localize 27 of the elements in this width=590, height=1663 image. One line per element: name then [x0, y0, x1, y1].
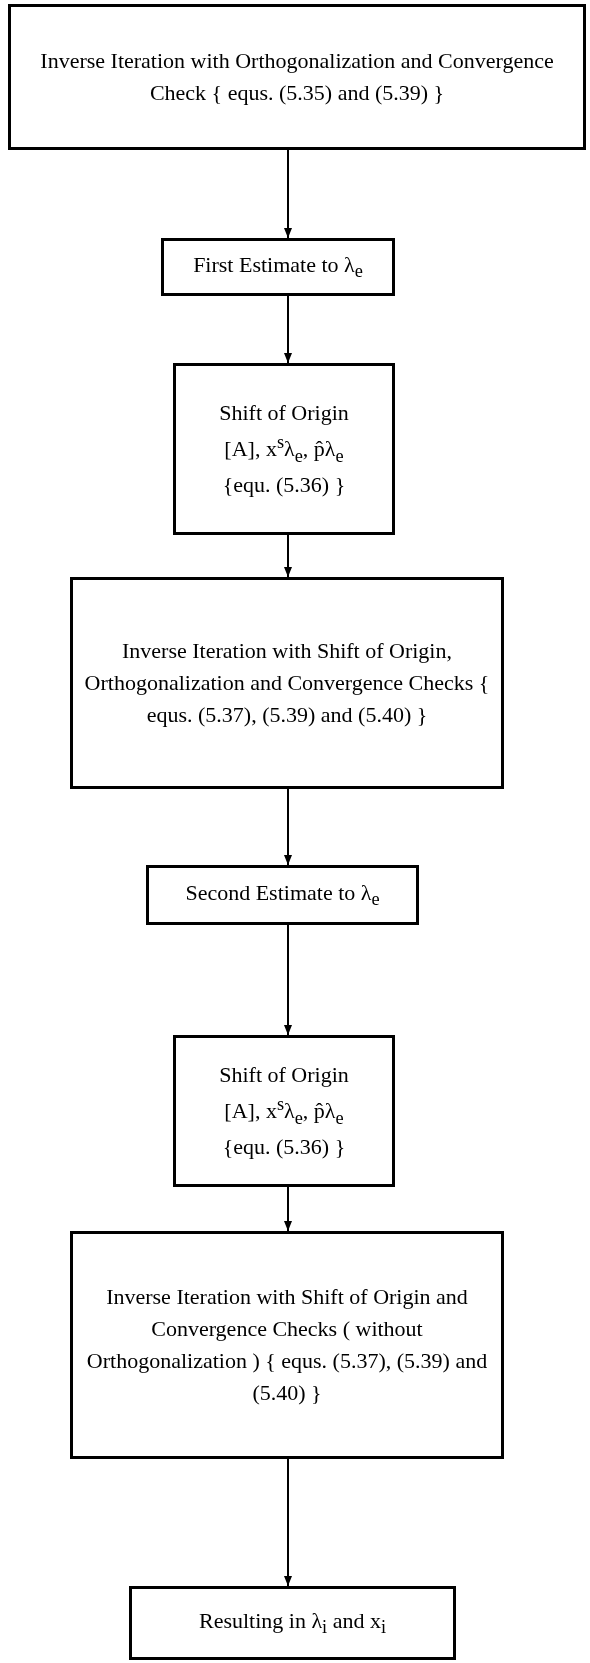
box-text: Shift of Origin [219, 398, 349, 427]
box-text: {equ. (5.36) } [222, 1133, 346, 1162]
arrow [284, 534, 292, 578]
process-box [70, 577, 504, 789]
arrow [284, 1186, 292, 1232]
box-text: {equ. (5.36) } [222, 471, 346, 500]
box-text: Inverse Iteration with Orthogonalization and Convergence Check { equs. (5.35) and (5.39) } [39, 47, 555, 107]
arrow [284, 149, 292, 239]
arrow [284, 1458, 292, 1587]
box-text: Shift of Origin [219, 1060, 349, 1089]
arrow [284, 295, 292, 364]
box-text: [A], x$^{s}$λ$_{e}$, p̂λ$_{e}$ [224, 1092, 344, 1130]
box-text: Resulting in λ$_{i}$ and x$_{i}$ [198, 1607, 387, 1640]
box-text: First Estimate to λ$_{e}$ [193, 251, 363, 284]
process-box [8, 4, 586, 150]
process-box [173, 363, 395, 535]
process-box [146, 865, 419, 925]
process-box [173, 1035, 395, 1187]
box-text: [A], x$^{s}$λ$_{e}$, p̂λ$_{e}$ [224, 430, 344, 468]
process-box [129, 1586, 456, 1660]
process-box [70, 1231, 504, 1459]
arrow [284, 924, 292, 1036]
process-box [161, 238, 395, 296]
box-text: Inverse Iteration with Shift of Origin and Convergence Checks ( without Orthogonalization ) { equs. (5.37), (5.39) and (5.40) } [85, 1283, 489, 1407]
arrow [284, 788, 292, 866]
box-text: Second Estimate to λ$_{e}$ [185, 879, 380, 912]
box-text: Inverse Iteration with Shift of Origin, Orthogonalization and Convergence Checks { equs. (5.37), (5.39) and (5.40) } [83, 637, 491, 729]
